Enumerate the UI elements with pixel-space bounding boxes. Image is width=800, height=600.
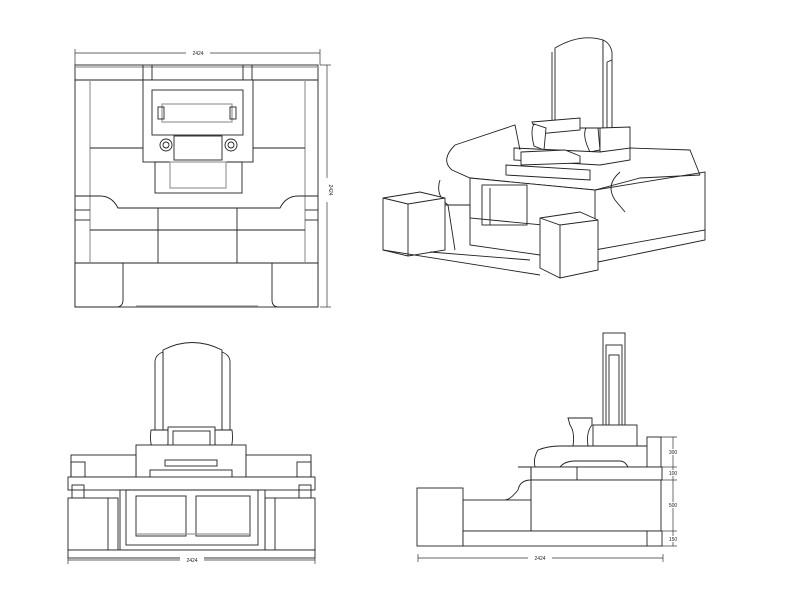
front-width-label: 2424: [186, 558, 197, 564]
height-label-150: 150: [669, 537, 678, 543]
isometric-view: [382, 37, 706, 279]
side-elevation: 2424 300 100 500 150: [416, 332, 679, 562]
front-elevation: 2424: [67, 342, 316, 564]
plan-depth-label: 2424: [327, 184, 333, 195]
plan-view: 2424 2424: [74, 49, 333, 308]
height-label-100: 100: [669, 471, 678, 477]
height-label-300: 300: [669, 450, 678, 456]
plan-width-label: 2424: [192, 51, 203, 57]
height-label-500: 500: [669, 503, 678, 509]
side-width-label: 2424: [534, 556, 545, 562]
